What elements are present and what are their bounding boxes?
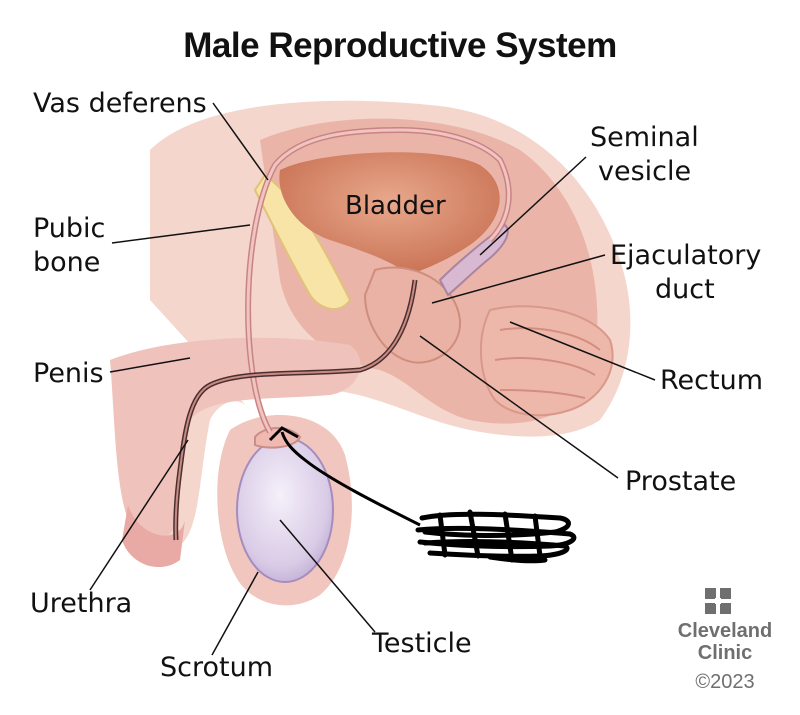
logo-name-line1: Cleveland: [677, 620, 773, 642]
leader-testicle: [279, 519, 376, 633]
label-urethra: Urethra: [30, 588, 133, 619]
leader-prostate: [419, 335, 619, 479]
diagram-title: Male Reproductive System: [183, 26, 617, 65]
leader-lines: [89, 102, 656, 656]
leader-seminal-vesicle: [479, 156, 587, 256]
cleveland-clinic-logo: Cleveland Clinic ©2023: [670, 620, 780, 694]
label-bladder: Bladder: [345, 191, 446, 221]
hand-drawn-arrow-head: [268, 426, 299, 442]
seminal-vesicle-shape: [438, 223, 509, 297]
label-scrotum: Scrotum: [160, 652, 274, 683]
label-ejaculatory-duct-line2: duct: [655, 274, 715, 305]
label-vas-deferens: Vas deferens: [33, 88, 207, 119]
label-prostate: Prostate: [625, 466, 737, 497]
penis-shape: [110, 337, 361, 540]
prostate-shape: [363, 266, 462, 364]
label-seminal-vesicle-line1: Seminal: [590, 122, 699, 153]
label-pubic-bone-line2: bone: [33, 247, 101, 278]
testicle-shape: [236, 437, 334, 583]
bladder-shape: [279, 152, 500, 275]
leader-pubic-bone: [111, 224, 251, 244]
scribble-redaction: [415, 509, 577, 564]
leader-penis: [109, 357, 191, 373]
rectum-folds: [494, 327, 601, 399]
label-penis: Penis: [33, 358, 104, 389]
urethra-tube-inner: [174, 279, 416, 541]
penis-tip: [122, 505, 185, 568]
hand-drawn-arrow-line: [280, 431, 421, 527]
leader-rectum: [509, 321, 656, 381]
label-ejaculatory-duct-line1: Ejaculatory: [610, 240, 762, 271]
leader-scrotum: [211, 571, 259, 656]
vas-deferens-tube-inner: [246, 128, 511, 433]
label-seminal-vesicle-line2: vesicle: [598, 156, 692, 187]
logo-mark-icon: [705, 588, 731, 614]
leader-vas-deferens: [212, 102, 269, 181]
leader-urethra: [89, 439, 189, 591]
logo-name-line2: Clinic: [697, 642, 753, 664]
label-pubic-bone-line1: Pubic: [33, 213, 106, 244]
logo-copyright: ©2023: [695, 671, 755, 693]
leader-ejaculatory-duct: [431, 254, 606, 304]
label-rectum: Rectum: [660, 365, 764, 396]
label-testicle: Testicle: [372, 628, 472, 659]
